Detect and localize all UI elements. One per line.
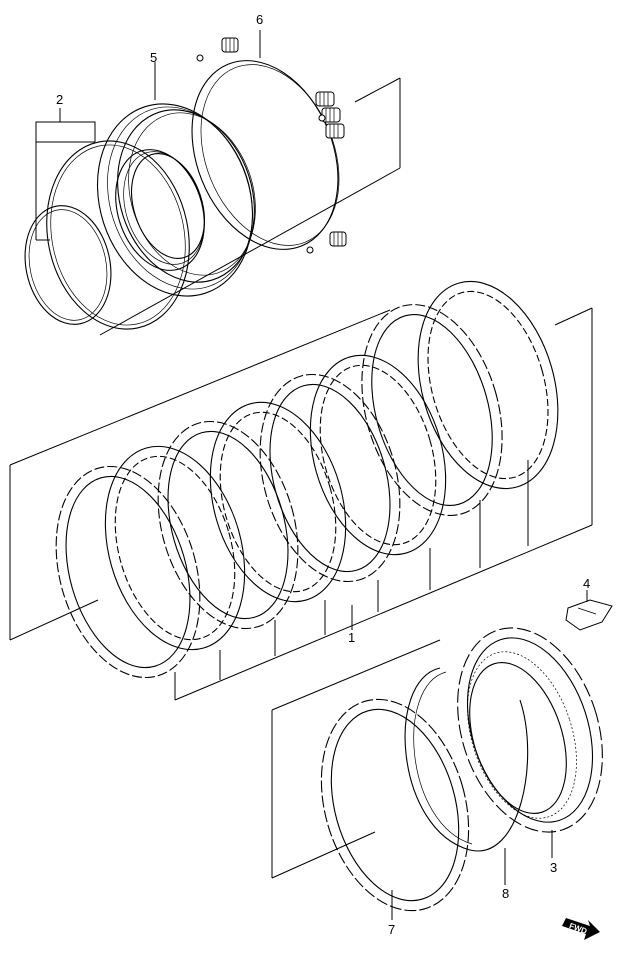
clutch-piston [96, 62, 256, 297]
fwd-label: FWD [568, 921, 588, 936]
spring-coil [221, 37, 239, 53]
retaining-clip [565, 590, 613, 631]
callout-label-4: 4 [583, 576, 590, 591]
clutch-plate [417, 280, 559, 490]
spring-coil [321, 107, 341, 123]
one-way-clutch [457, 627, 603, 858]
fwd-arrow-icon: FWD [562, 918, 600, 940]
callout-label-1: 1 [348, 630, 355, 645]
spring-coil [315, 91, 335, 107]
spring-coil [325, 123, 345, 139]
callout-label-6: 6 [256, 12, 263, 27]
o-ring-pair [24, 108, 190, 330]
clutch-plate [361, 304, 503, 516]
clutch-plate [209, 401, 347, 603]
callout-label-8: 8 [502, 886, 509, 901]
clutch-pack-bracket [9, 307, 593, 701]
clutch-plate [259, 373, 401, 583]
callout-label-2: 2 [56, 92, 63, 107]
backing-plate [320, 698, 470, 920]
lower-assembly-bracket [271, 639, 441, 879]
clutch-plate [104, 445, 246, 651]
callout-label-7: 7 [388, 922, 395, 937]
spring-coil [329, 231, 347, 247]
snap-ring [404, 667, 529, 885]
clutch-plate [309, 354, 447, 556]
clutch-plate [55, 465, 201, 679]
callout-label-5: 5 [150, 50, 157, 65]
clutch-plate [157, 420, 299, 630]
clutch-plate-stack [55, 280, 559, 679]
return-spring-assembly [191, 30, 347, 254]
callout-label-3: 3 [550, 860, 557, 875]
upper-assembly-bracket [35, 77, 401, 336]
